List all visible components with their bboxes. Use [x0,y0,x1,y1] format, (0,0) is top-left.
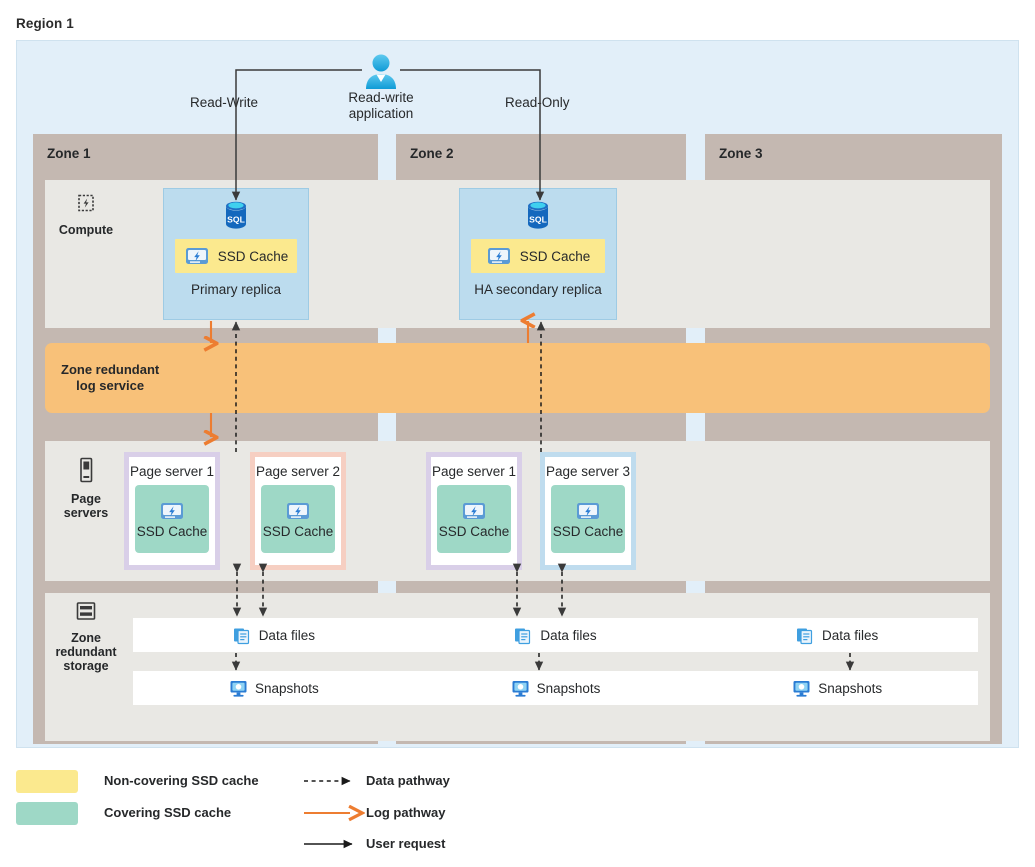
log-service-line1: Zone redundant [61,362,160,377]
zone-label-1: Zone 1 [47,145,91,161]
data-files-label: Data files [822,627,879,643]
legend-swatch-non-covering [16,770,78,793]
zone-header-1: Zone 1 [33,134,378,172]
server-icon [80,457,93,483]
ha-ssd-cache: SSD Cache [471,239,605,273]
chip-icon [78,194,94,212]
data-files-icon [233,628,249,644]
legend: Non-covering SSD cache Covering SSD cach… [16,766,1016,862]
zone-header-3: Zone 3 [705,134,1002,172]
snapshot-icon [793,680,810,697]
page-server-name: Page server 2 [255,464,341,479]
rail-compute: Compute [48,192,124,237]
data-files-icon [797,628,813,644]
rail-storage-line3: storage [63,659,109,673]
rail-pages-line2: servers [63,506,109,520]
data-files-cell-z3[interactable]: Data files [696,626,978,645]
ssd-icon [185,248,208,264]
ssd-icon [577,502,599,519]
data-files-label: Data files [258,627,315,643]
snapshots-cell-z2[interactable]: Snapshots [415,679,697,698]
primary-ssd-cache-label: SSD Cache [217,248,289,264]
page-server-name: Page server 1 [129,464,215,479]
ssd-icon [287,502,309,519]
page-server-cache-label: SSD Cache [136,523,208,539]
snapshot-icon [230,680,247,697]
page-server-cache-label: SSD Cache [552,523,624,539]
rail-storage-line2: redundant [55,645,117,659]
user-icon [366,54,396,89]
data-files-cell-z2[interactable]: Data files [415,626,697,645]
ha-ssd-cache-label: SSD Cache [519,248,591,264]
legend-swatch-covering [16,802,78,825]
page-server-ssd-cache: SSD Cache [261,485,335,553]
zone-header-2: Zone 2 [396,134,686,172]
data-files-icon [515,628,531,644]
page-server-cache-label: SSD Cache [262,523,334,539]
snapshots-label: Snapshots [254,680,319,696]
app-label-line2: application [348,106,414,121]
read-write-application [348,52,414,94]
snapshots-row: Snapshots Snapshots Snapshots [133,671,978,705]
zone-label-2: Zone 2 [410,145,454,161]
snapshots-label: Snapshots [818,680,883,696]
page-server-card-z1-ps1[interactable]: Page server 1 SSD Cache [124,452,220,570]
data-files-row: Data files Data files Data files [133,618,978,652]
read-write-application-label: Read-write application [325,90,437,122]
snapshots-cell-z3[interactable]: Snapshots [696,679,978,698]
primary-ssd-cache: SSD Cache [175,239,297,273]
legend-label-user-request: User request [366,836,446,851]
legend-label-covering: Covering SSD cache [104,805,232,820]
rail-pages-line1: Page [71,492,101,506]
page-server-card-z1-ps2[interactable]: Page server 2 SSD Cache [250,452,346,570]
page-server-card-z2-ps3[interactable]: Page server 3 SSD Cache [540,452,636,570]
ssd-icon [463,502,485,519]
legend-label-data-pathway: Data pathway [366,773,450,788]
legend-arrows [304,776,626,849]
rail-page-servers: Page servers [48,457,124,520]
legend-label-non-covering: Non-covering SSD cache [104,773,259,788]
primary-replica-card[interactable]: SQL SSD Cache Primary replica [163,188,309,320]
data-files-cell-z1[interactable]: Data files [133,626,415,645]
legend-label-log-pathway: Log pathway [366,805,446,820]
zone-redundant-log-service: Zone redundant log service [45,343,990,413]
snapshots-cell-z1[interactable]: Snapshots [133,679,415,698]
snapshot-icon [512,680,529,697]
ssd-icon [161,502,183,519]
region-title: Region 1 [16,16,74,31]
rail-compute-label: Compute [58,223,114,237]
page-server-cache-label: SSD Cache [438,523,510,539]
svg-text:SQL: SQL [529,215,547,225]
zone-label-3: Zone 3 [719,145,763,161]
page-server-ssd-cache: SSD Cache [551,485,625,553]
storage-band [45,593,990,741]
page-server-name: Page server 3 [545,464,631,479]
read-only-pathway-label: Read-Only [505,95,570,110]
read-write-pathway-label: Read-Write [190,95,259,110]
page-server-ssd-cache: SSD Cache [135,485,209,553]
page-server-card-z2-ps1[interactable]: Page server 1 SSD Cache [426,452,522,570]
sql-database-icon: SQL [226,201,246,229]
rail-zone-redundant-storage: Zone redundant storage [48,600,124,673]
primary-replica-name: Primary replica [190,282,282,297]
snapshots-label: Snapshots [536,680,601,696]
sql-database-icon: SQL [528,201,548,229]
svg-text:SQL: SQL [227,215,245,225]
page-server-ssd-cache: SSD Cache [437,485,511,553]
storage-icon [76,602,96,620]
rail-storage-line1: Zone [71,631,101,645]
data-files-label: Data files [540,627,597,643]
page-server-name: Page server 1 [431,464,517,479]
ha-replica-name: HA secondary replica [474,282,602,297]
app-label-line1: Read-write [348,90,414,105]
ssd-icon [487,248,510,264]
log-service-line2: log service [76,378,145,393]
ha-secondary-replica-card[interactable]: SQL SSD Cache HA secondary replica [459,188,617,320]
